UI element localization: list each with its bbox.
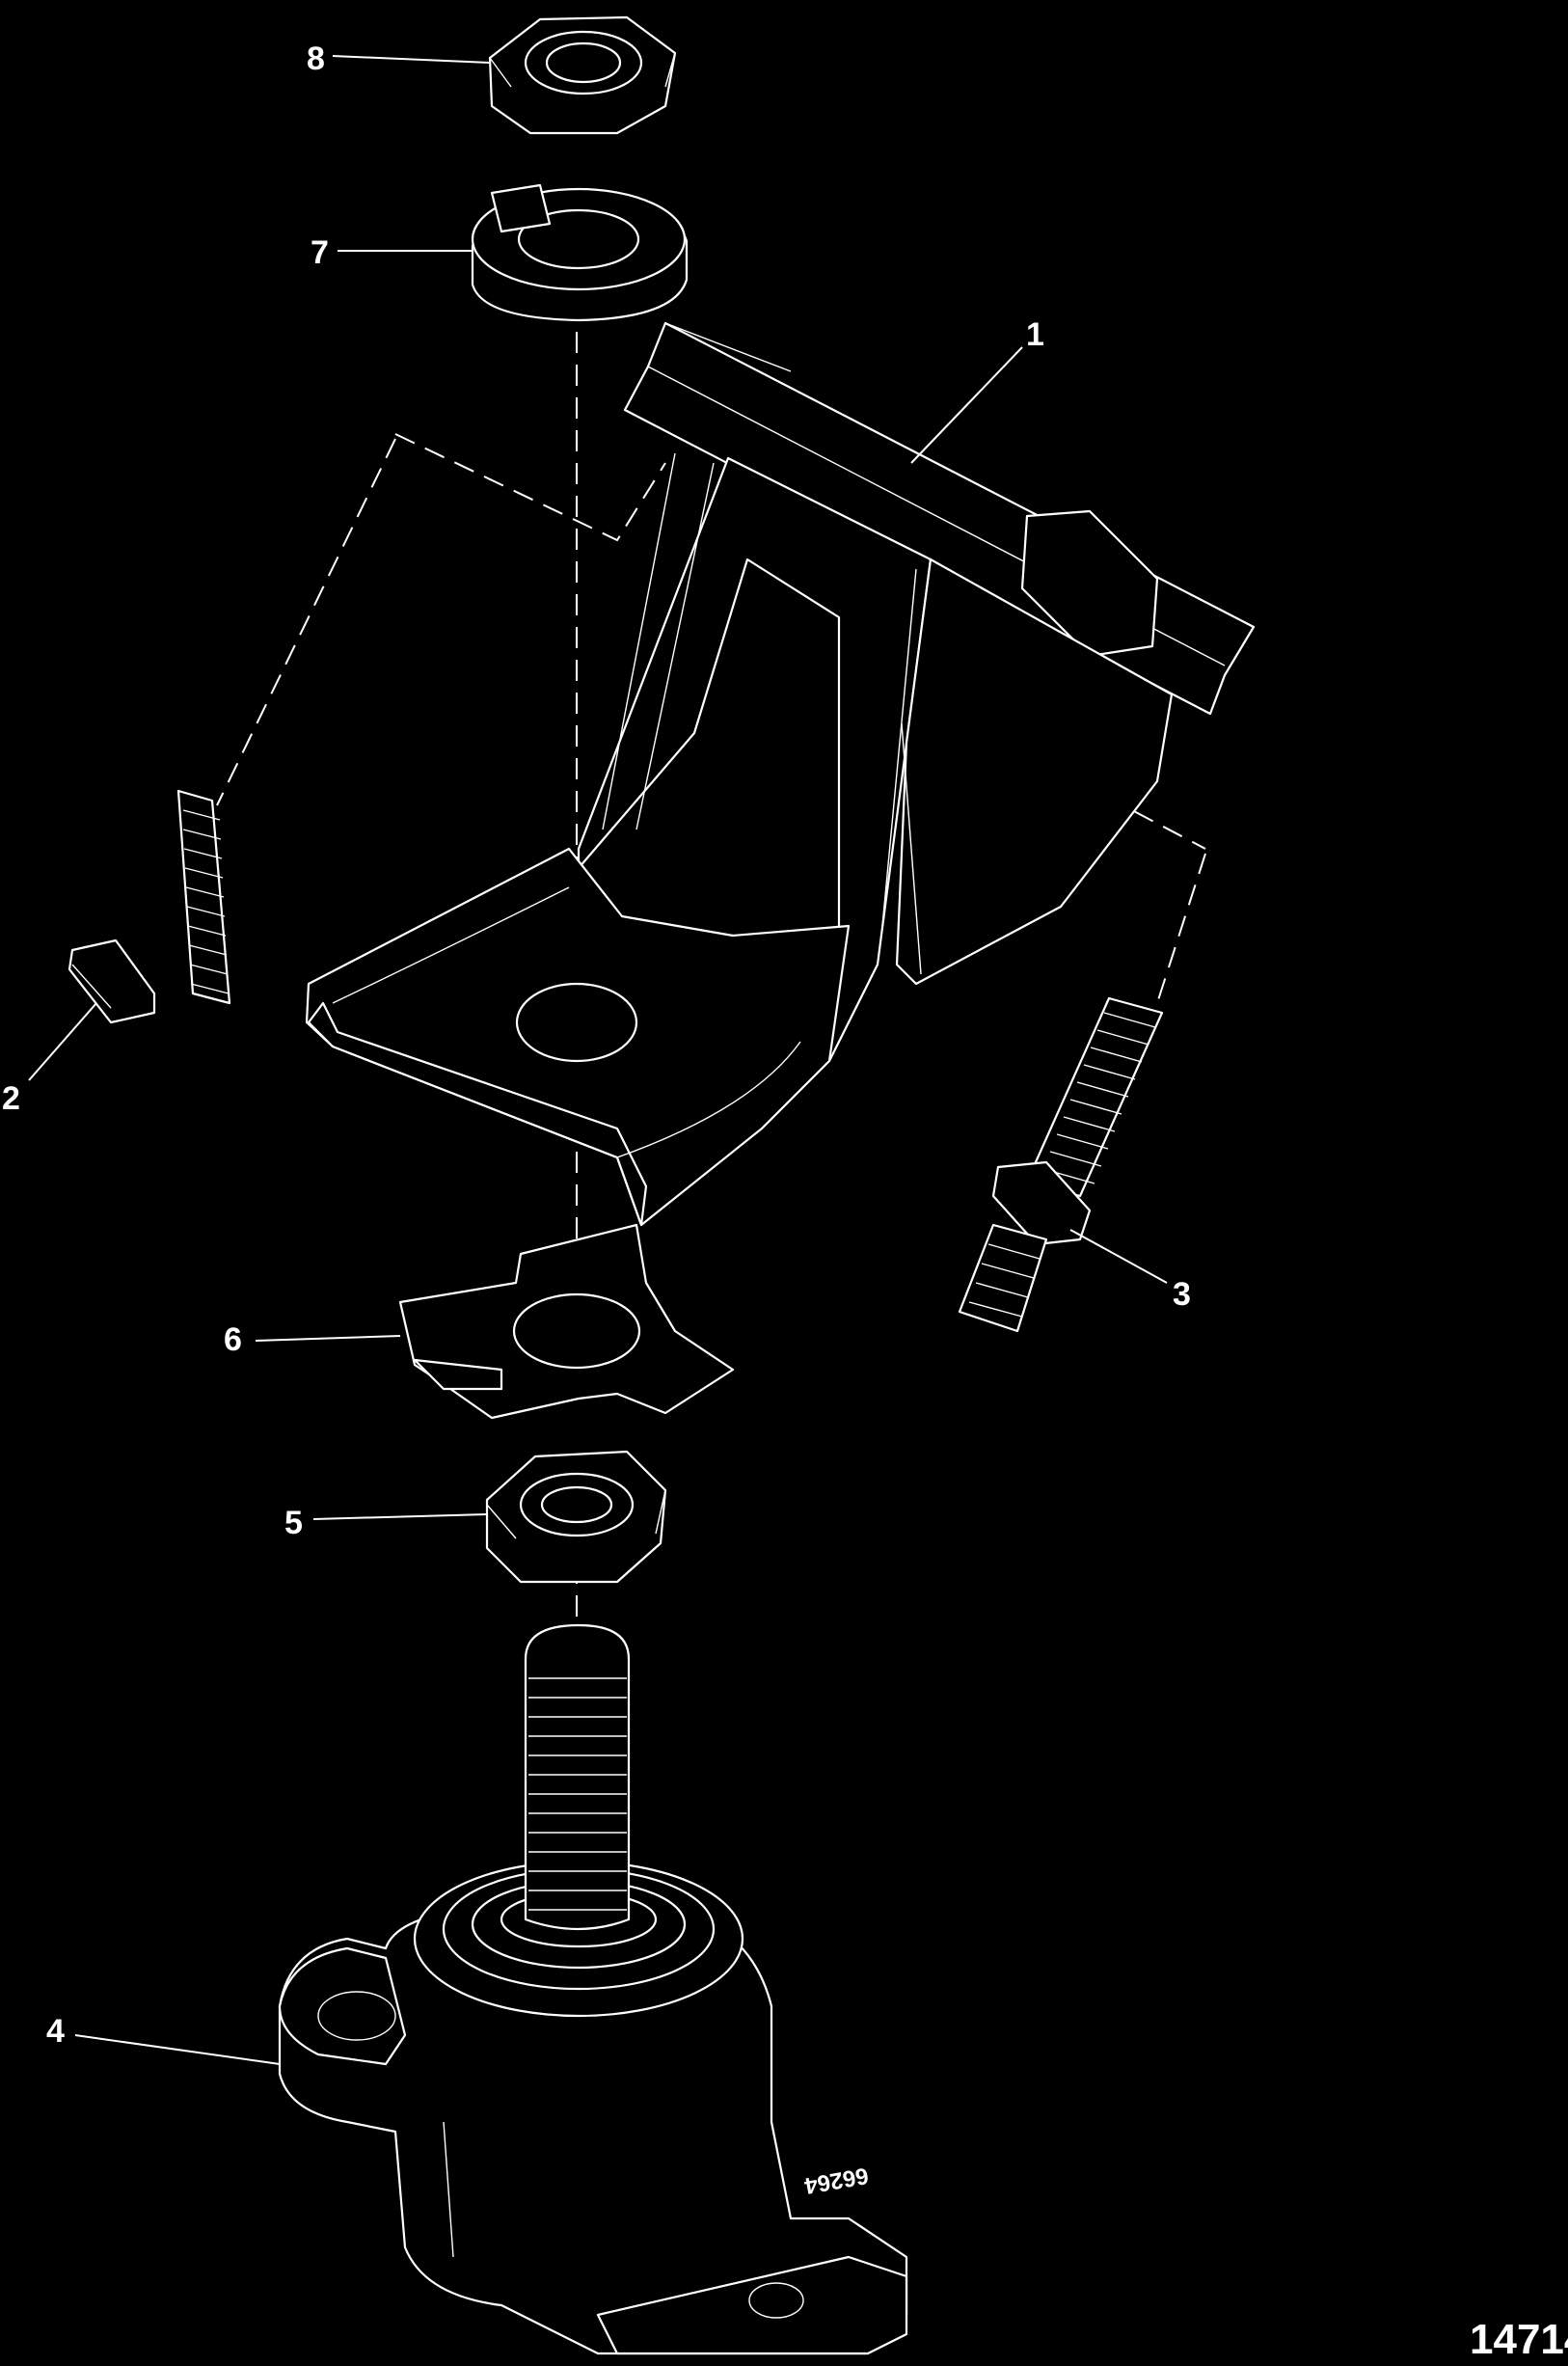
tab-washer xyxy=(398,1223,735,1420)
callout-3: 3 xyxy=(1173,1276,1191,1313)
callout-5: 5 xyxy=(284,1505,303,1541)
hex-nut-top xyxy=(488,15,677,135)
mounting-bracket xyxy=(305,321,1256,1227)
callout-7: 7 xyxy=(311,234,329,271)
bolt-2-alignment-line xyxy=(394,433,666,542)
lock-washer xyxy=(471,183,689,322)
callout-4: 4 xyxy=(46,2013,65,2050)
leader-line-4 xyxy=(74,2034,281,2065)
engine-mount xyxy=(278,1623,908,2355)
bolt-2-axis xyxy=(216,438,396,806)
threaded-stud xyxy=(958,996,1164,1333)
leader-line-2 xyxy=(28,1002,97,1081)
leader-line-5 xyxy=(312,1513,488,1520)
hex-nut-lower xyxy=(485,1450,667,1584)
figure-number: 14714 xyxy=(1470,2316,1568,2363)
callout-8: 8 xyxy=(307,41,325,77)
hex-bolt xyxy=(68,789,231,1024)
callout-2: 2 xyxy=(2,1080,20,1117)
callout-6: 6 xyxy=(224,1321,242,1358)
leader-line-8 xyxy=(332,55,491,64)
leader-line-1 xyxy=(910,346,1023,464)
leader-line-3 xyxy=(1069,1229,1168,1284)
callout-1: 1 xyxy=(1026,316,1044,353)
stud-3-axis xyxy=(1156,853,1206,1004)
leader-line-6 xyxy=(255,1335,401,1342)
